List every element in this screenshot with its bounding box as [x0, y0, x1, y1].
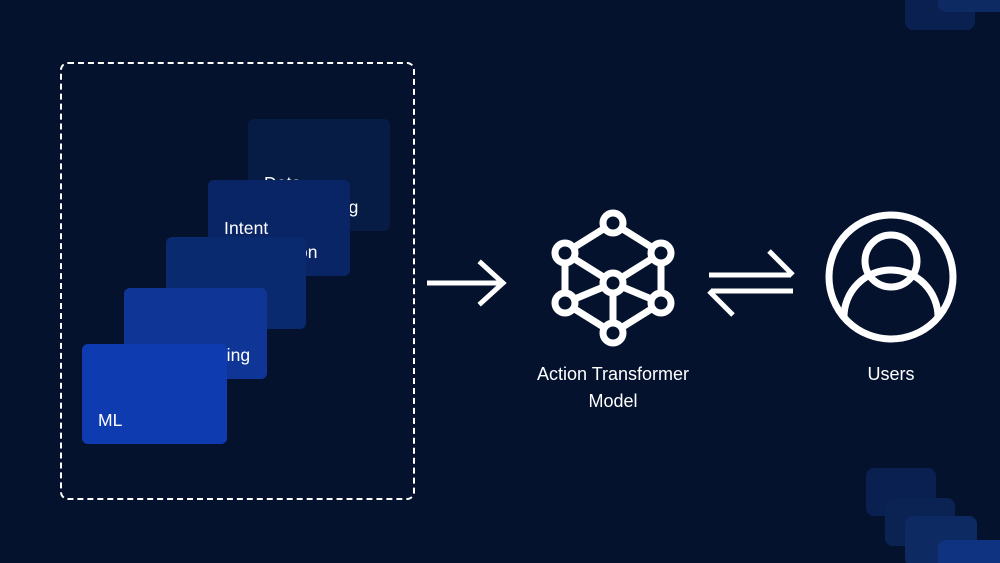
user-avatar-icon: [825, 211, 957, 343]
network-cube-icon: [551, 209, 675, 347]
decorative-block-top-right-2: [938, 0, 1000, 12]
node-users-label: Users: [867, 364, 915, 384]
node-action-transformer-model[interactable]: Action Transformer Model: [537, 207, 689, 415]
decorative-block-bottom-right-4: [938, 540, 1000, 563]
card-ml[interactable]: ML: [82, 344, 227, 444]
node-action-transformer-model-label: Action Transformer Model: [537, 364, 690, 411]
node-users[interactable]: Users: [824, 207, 958, 388]
card-ml-label: ML: [98, 409, 123, 430]
arrows-exchange-icon: [705, 245, 797, 321]
capability-stack-boundary: [60, 62, 415, 500]
arrow-right-icon: [425, 255, 511, 311]
